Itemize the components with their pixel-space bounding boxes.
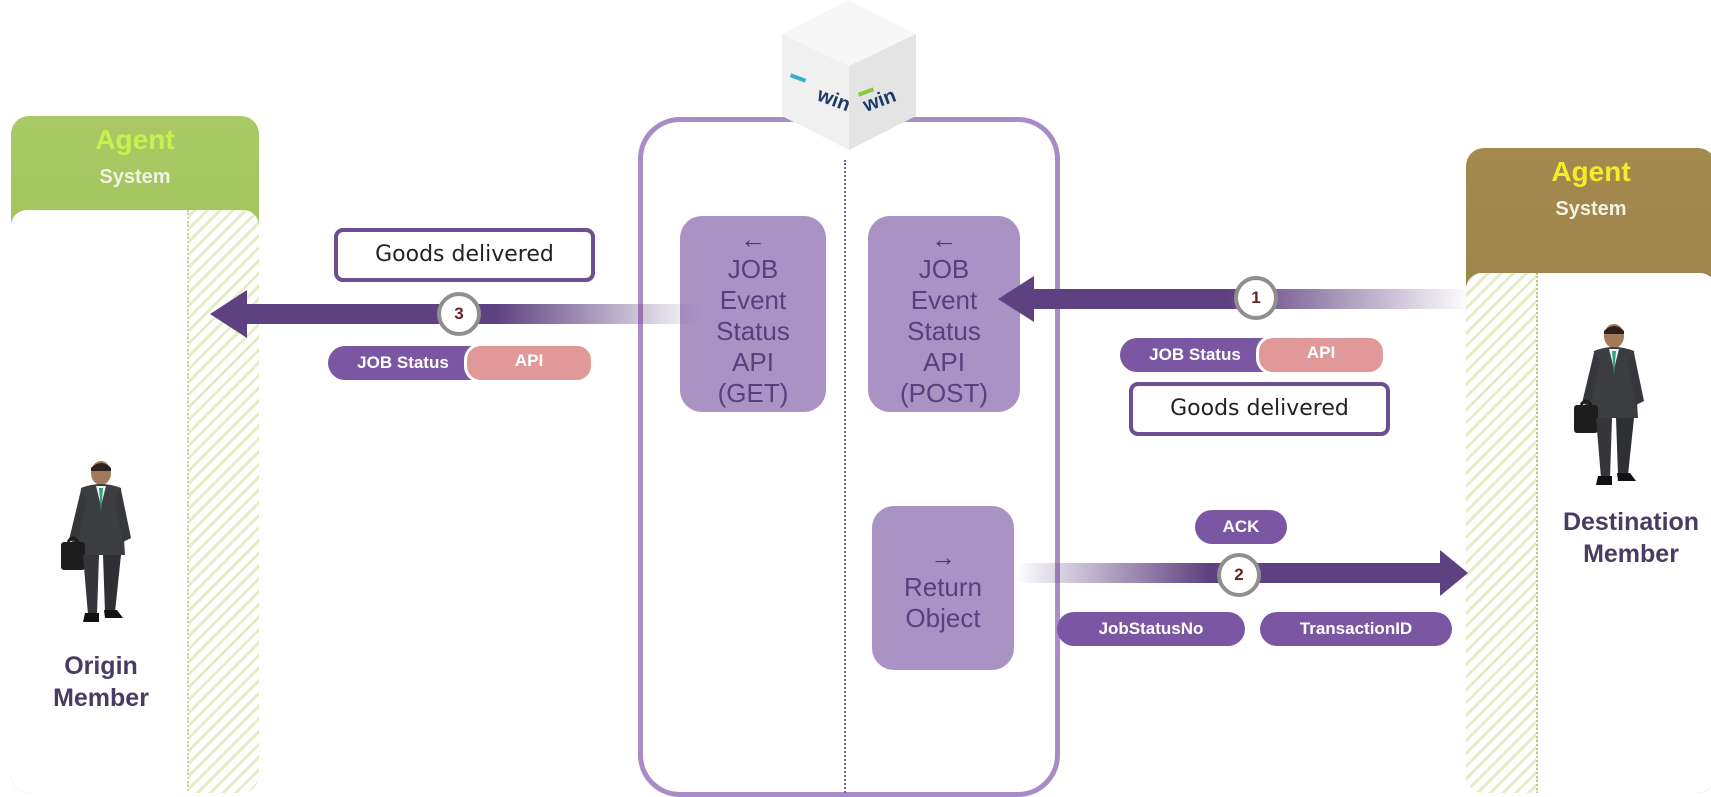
api-post-line-5: (POST) bbox=[899, 378, 989, 408]
destination-member-label: Destination Member bbox=[1536, 506, 1711, 570]
api-get-line-4: API bbox=[732, 347, 774, 377]
right-api-pill: API bbox=[1256, 335, 1386, 375]
win-cube-logo: win win bbox=[782, 0, 916, 150]
origin-member-line2: Member bbox=[53, 684, 149, 712]
arrow-left-icon: ← bbox=[740, 224, 766, 254]
destination-member-line2: Member bbox=[1583, 540, 1679, 568]
return-object-line-2: Object bbox=[905, 603, 981, 633]
return-object-box[interactable]: → Return Object bbox=[872, 506, 1014, 670]
api-post-line-4: API bbox=[923, 347, 965, 377]
arrow-right-icon: → bbox=[930, 542, 956, 572]
businessman-icon bbox=[61, 461, 131, 622]
destination-agent-subtitle: System bbox=[1555, 198, 1627, 220]
job-event-status-api-get-box[interactable]: ← JOB Event Status API (GET) bbox=[680, 216, 826, 412]
api-get-line-3: Status bbox=[716, 316, 790, 346]
businessman-icon bbox=[1574, 324, 1644, 485]
job-status-no-pill: JobStatusNo bbox=[1057, 612, 1245, 646]
api-post-line-2: Event bbox=[910, 285, 978, 315]
destination-agent-system-panel: Agent System Destination Member bbox=[1466, 148, 1711, 793]
api-get-line-2: Event bbox=[719, 285, 787, 315]
api-get-line-1: JOB bbox=[727, 254, 779, 284]
ack-pill: ACK bbox=[1195, 510, 1287, 544]
origin-agent-system-panel: Agent System Origin Member bbox=[11, 116, 259, 793]
origin-agent-title: Agent bbox=[95, 124, 175, 155]
api-post-line-1: JOB bbox=[918, 254, 970, 284]
step-1-marker: 1 bbox=[1234, 276, 1278, 320]
right-goods-delivered-message: Goods delivered bbox=[1129, 382, 1390, 436]
origin-member-label: Origin Member bbox=[11, 650, 191, 714]
left-api-pill: API bbox=[464, 343, 594, 383]
transaction-id-pill: TransactionID bbox=[1260, 612, 1452, 646]
step-3-marker: 3 bbox=[437, 292, 481, 336]
origin-agent-subtitle: System bbox=[99, 166, 171, 188]
return-object-line-1: Return bbox=[903, 572, 983, 602]
api-post-line-3: Status bbox=[907, 316, 981, 346]
api-get-line-5: (GET) bbox=[717, 378, 789, 408]
job-event-status-api-post-box[interactable]: ← JOB Event Status API (POST) bbox=[868, 216, 1020, 412]
center-divider bbox=[844, 160, 846, 793]
left-goods-delivered-message: Goods delivered bbox=[334, 228, 595, 282]
arrow-left-icon: ← bbox=[931, 224, 957, 254]
destination-agent-title: Agent bbox=[1551, 156, 1631, 187]
destination-hatch-strip bbox=[1466, 273, 1538, 793]
destination-member-line1: Destination bbox=[1562, 508, 1700, 536]
destination-member-area: Destination Member bbox=[1466, 273, 1711, 793]
origin-member-line1: Origin bbox=[64, 652, 138, 680]
step-2-marker: 2 bbox=[1217, 553, 1261, 597]
